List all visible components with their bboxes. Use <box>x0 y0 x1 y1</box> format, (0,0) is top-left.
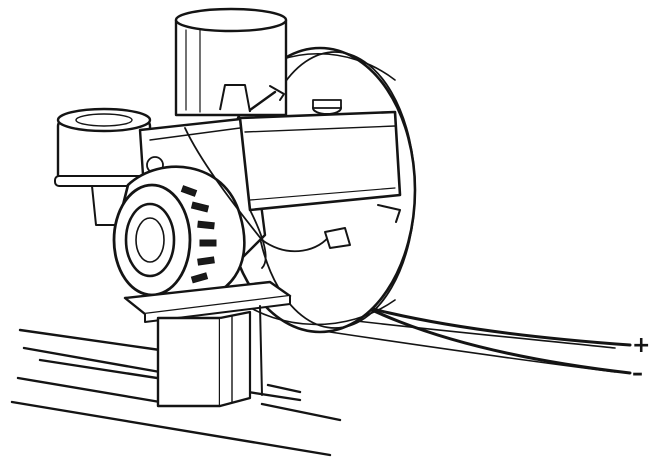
fan-housing <box>112 165 246 302</box>
exhaust-stack <box>174 7 288 117</box>
positive-terminal-label: + <box>632 333 650 358</box>
negative-terminal-label: – <box>632 361 643 386</box>
fuel-tank <box>238 99 402 212</box>
control-wire <box>184 127 331 269</box>
mounting-stand <box>123 280 292 408</box>
disc-bracket <box>324 204 401 249</box>
cooling-fins <box>180 185 217 284</box>
